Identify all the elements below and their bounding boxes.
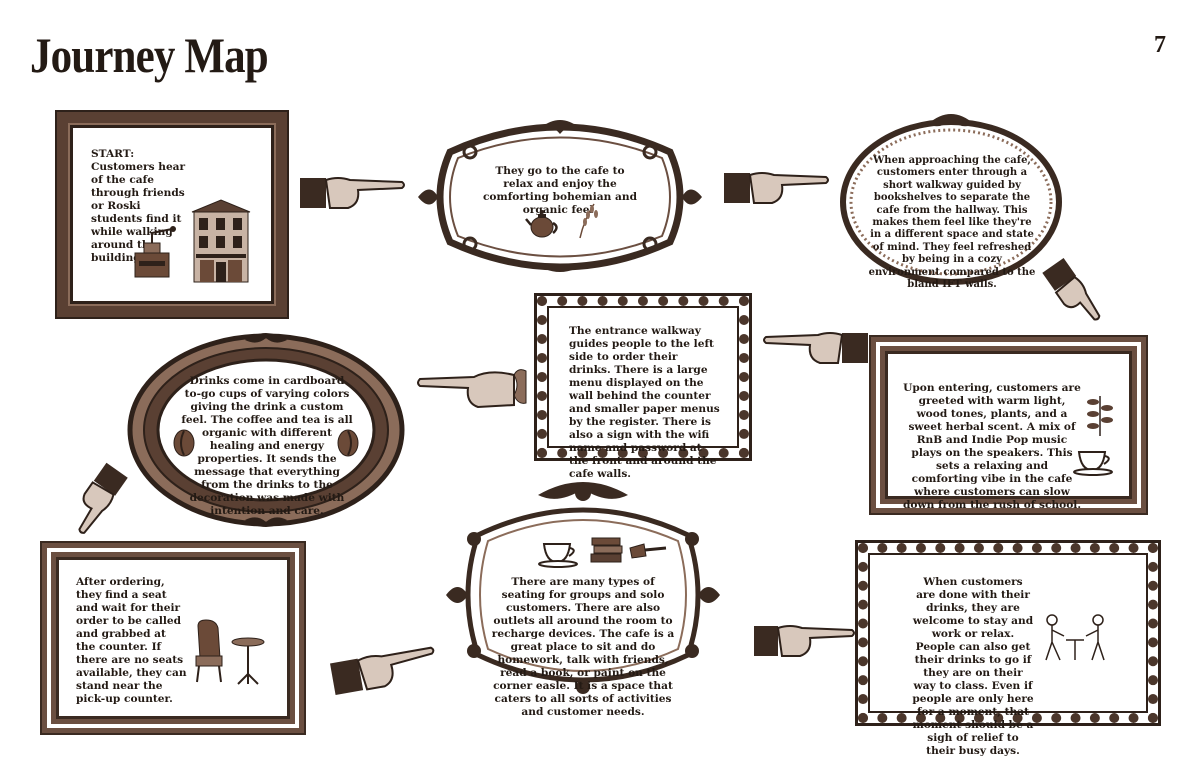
step-3-frame [840, 114, 1062, 285]
step-8-text: There are many types of seating for grou… [491, 576, 675, 718]
teacup-icon [538, 543, 578, 568]
pointing-hand-icon [417, 369, 527, 409]
step-4-frame [537, 296, 749, 458]
coffee-grinder-icon [134, 226, 176, 278]
plant-icon [1087, 396, 1113, 436]
page-number: 7 [1154, 32, 1166, 58]
books-icon [590, 537, 623, 563]
step-4-text: The entrance walkway guides people to th… [569, 325, 720, 480]
step-6-frame [127, 333, 405, 527]
pointing-hand-icon [300, 177, 405, 209]
pointing-hand-icon [754, 625, 855, 657]
step-7-frame [42, 543, 304, 733]
pointing-hand-icon [1042, 257, 1101, 321]
people-at-table-icon [1045, 614, 1105, 661]
side-table-icon [231, 637, 265, 685]
step-9-text: When customers are done with their drink… [912, 576, 1034, 757]
step-1-frame [57, 112, 287, 317]
step-2-text: They go to the cafe to relax and enjoy t… [482, 165, 638, 216]
coffee-bean-icon [173, 429, 195, 457]
step-1-text: START: Customers hear of the cafe throug… [91, 148, 186, 264]
step-6-text: Drinks come in cardboard to-go cups of v… [181, 375, 353, 517]
pointing-hand-icon [763, 332, 868, 364]
teapot-icon [525, 210, 558, 238]
armchair-icon [195, 619, 223, 683]
pointing-hand-icon [330, 646, 435, 695]
step-3-text: When approaching the cafe, customers ent… [868, 155, 1036, 291]
pointing-hand-icon [78, 462, 128, 534]
teacup-icon [1073, 451, 1113, 476]
step-5-text: Upon entering, customers are greeted wit… [902, 382, 1082, 511]
pointing-hand-icon [724, 172, 829, 204]
paintbrush-icon [629, 543, 667, 559]
storefront-icon [191, 199, 251, 283]
page-title: Journey Map [30, 27, 269, 83]
wheat-icon [579, 203, 598, 239]
step-2-frame [418, 120, 702, 272]
coffee-bean-icon [337, 429, 359, 457]
step-7-text: After ordering, they find a seat and wai… [76, 576, 187, 705]
step-9-frame [858, 543, 1158, 723]
